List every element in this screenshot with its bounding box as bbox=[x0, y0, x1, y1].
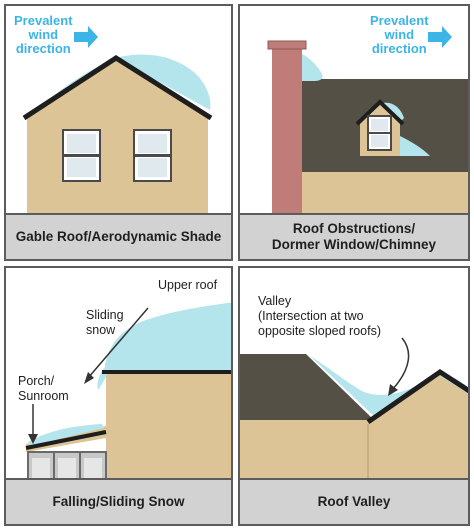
porch-sunroom-label: Porch/ Sunroom bbox=[18, 374, 69, 403]
valley-label: Valley (Intersection at two opposite slo… bbox=[258, 294, 381, 338]
panel-caption: Gable Roof/Aerodynamic Shade bbox=[6, 213, 231, 259]
roof-valley-illustration bbox=[240, 337, 468, 484]
window-right bbox=[133, 129, 172, 182]
valley-arrow-icon bbox=[391, 337, 410, 391]
panel-sliding-snow: Upper roof Sliding snow Porch/ Sunroom F… bbox=[4, 266, 233, 526]
window-left bbox=[62, 129, 101, 182]
wind-direction-label: Prevalent wind direction bbox=[370, 13, 429, 56]
sliding-snow-label: Sliding snow bbox=[86, 308, 124, 337]
upper-roof-label: Upper roof bbox=[158, 278, 218, 292]
panel-caption: Roof Valley bbox=[240, 478, 468, 524]
wind-arrow-icon bbox=[428, 26, 452, 48]
panel-roof-obstructions: Prevalent wind direction Roof Obstructio… bbox=[238, 4, 470, 261]
roof-obstructions-illustration bbox=[267, 26, 468, 219]
wind-direction-label: Prevalent wind direction bbox=[14, 13, 73, 56]
panel-gable-roof: Prevalent wind direction Gable Roof/Aero… bbox=[4, 4, 233, 261]
wind-arrow-icon bbox=[74, 26, 98, 48]
panel-roof-valley: Valley (Intersection at two opposite slo… bbox=[238, 266, 470, 526]
panel-caption: Falling/Sliding Snow bbox=[6, 478, 231, 524]
panel-caption: Roof Obstructions/ Dormer Window/Chimney bbox=[240, 213, 468, 259]
gable-roof-illustration bbox=[22, 26, 213, 219]
sliding-arrow-icon bbox=[87, 307, 149, 379]
